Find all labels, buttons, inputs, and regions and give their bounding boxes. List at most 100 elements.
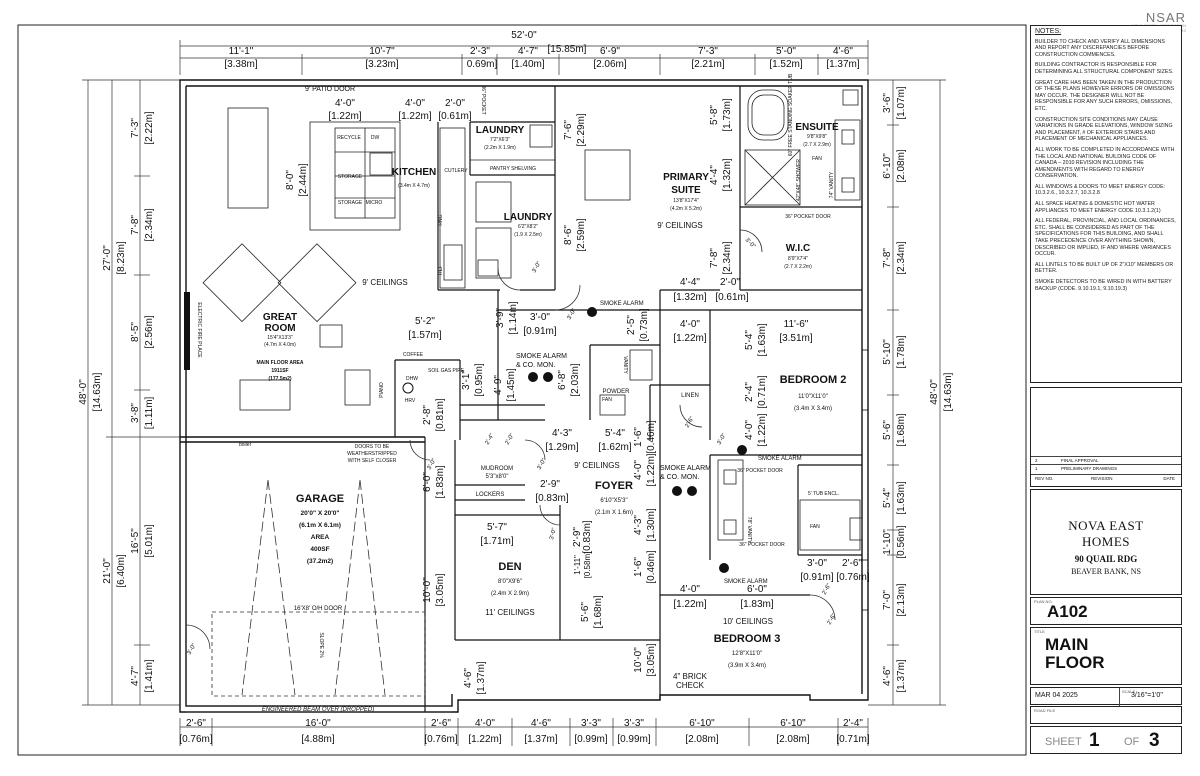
- garage-area-m2: (37.2m2): [307, 558, 333, 565]
- smoke-alarm-label: SMOKE ALARM: [600, 301, 644, 307]
- revision-header: REV NO. REVISION DATE: [1031, 474, 1181, 487]
- dim-label: [0.91m]: [800, 572, 834, 583]
- dim-label: [0.71m]: [836, 734, 870, 745]
- floor-area-label: MAIN FLOOR AREA: [256, 360, 303, 366]
- note-item: ALL WINDOWS & DOORS TO MEET ENERGY CODE:…: [1035, 183, 1166, 197]
- bedroom-3-size: 12'8"X11'0": [732, 651, 762, 657]
- dim-label: [2.59m]: [576, 218, 587, 252]
- dim-label: 8'-5": [130, 322, 141, 342]
- linen-label: LINEN: [681, 393, 699, 399]
- dim-label: 6'-8": [557, 370, 568, 390]
- dim-label: [1.11m]: [144, 396, 155, 429]
- recycle-label: RECYCLE: [337, 135, 361, 141]
- dim-label: [1.22m]: [398, 111, 432, 122]
- note-item: ALL WORK TO BE COMPLETED IN ACCORDANCE W…: [1035, 146, 1175, 180]
- fireplace-label: ELECTRIC FIRE PLACE: [196, 302, 202, 358]
- patio-door-label: 9' PATIO DOOR: [305, 86, 355, 93]
- mudroom-label: MUDROOM: [481, 466, 513, 472]
- door-size-tag: 2'-4": [485, 433, 496, 446]
- dim-label: [1.45m]: [506, 368, 517, 402]
- revision-text: PRELIMINARY DRAWINGS: [1061, 466, 1118, 471]
- dim-label: [0.99m]: [617, 734, 651, 745]
- brick-check-label: 4" BRICK: [673, 672, 708, 681]
- dim-label: [14.63m]: [943, 372, 954, 411]
- ceiling-note: 9' CEILINGS: [657, 221, 703, 230]
- dim-label: 21'-0": [102, 558, 113, 584]
- dim-label: 1'-6": [633, 427, 644, 447]
- dhw-tank-icon: [402, 382, 414, 394]
- ceiling-note: 9' CEILINGS: [362, 278, 408, 287]
- dim-label: 2'-4": [744, 382, 755, 402]
- note-item: BUILDING CONTRACTOR IS RESPONSIBLE FOR D…: [1035, 62, 1174, 75]
- garage-details: [186, 479, 452, 713]
- door-size-tag: 2'-6": [822, 583, 833, 596]
- laundry-label: LAUNDRY: [476, 125, 525, 136]
- note-item: SMOKE DETECTORS TO BE WIRED IN WITH BATT…: [1035, 279, 1172, 292]
- dim-label: [1.83m]: [740, 599, 774, 610]
- door-swings: [185, 229, 836, 650]
- dim-label: 11'-1": [229, 46, 254, 57]
- note-item: CONSTRUCTION SITE CONDITIONS MAY CAUSE V…: [1035, 116, 1173, 143]
- door-size-tag: 2'-6": [827, 613, 838, 626]
- dim-label: [1.30m]: [646, 508, 657, 542]
- garage-size-m: (6.1m X 6.1m): [299, 522, 341, 529]
- dim-label: [1.52m]: [769, 59, 803, 70]
- dim-label: [3.05m]: [435, 573, 446, 607]
- dim-label: [2.13m]: [896, 583, 907, 617]
- dim-label: 4'-3": [552, 428, 572, 439]
- dim-label: 5'-0": [776, 46, 796, 57]
- dim-label: 1'-10": [882, 529, 893, 555]
- weatherstrip-note: WITH SELF CLOSER: [348, 458, 397, 464]
- overhead-door-label: 16'X8' O/H DOOR: [294, 606, 343, 612]
- fan-label: FAN: [810, 524, 820, 530]
- drawing-date: MAR 04 2025: [1035, 692, 1078, 699]
- garage-size: 20'0" X 20'0": [301, 510, 340, 517]
- dim-label: [0.46m]: [646, 420, 657, 454]
- note-item: GREAT CARE HAS BEEN TAKEN IN THE PRODUCT…: [1035, 79, 1175, 112]
- fan-label: FAN: [602, 397, 612, 403]
- top-dim-labels: 11'-1" 10'-7" 2'-3" 4'-7" [15.85m] 6'-9"…: [224, 44, 860, 70]
- room-labels: KITCHEN (3.4m X 4.7m) LAUNDRY 7'2"X6'3" …: [256, 122, 846, 669]
- co-monitor-label: & CO. MON.: [660, 474, 699, 481]
- fridge-label: REF: [438, 265, 444, 275]
- note-item: ALL LINTELS TO BE BUILT UP OF 2"X10" MEM…: [1035, 261, 1174, 275]
- dim-label: [1.22m]: [757, 413, 768, 447]
- dim-label: [1.73m]: [722, 98, 733, 132]
- dim-label: [1.37m]: [476, 661, 487, 695]
- dim-label: 3'-6": [882, 93, 893, 113]
- pantry-label: PANTRY SHELVING: [490, 166, 536, 172]
- foyer-label: FOYER: [595, 480, 633, 492]
- left-dim-labels: 48'-0" [14.63m] 27'-0" [8.23m] 21'-0" [6…: [78, 111, 155, 693]
- wic-size: 8'9"X7'4": [788, 256, 808, 262]
- dim-label: [1.68m]: [593, 595, 604, 629]
- dim-label: 5'-4": [605, 428, 625, 439]
- great-room-size-m: (4.7m X 4.0m): [264, 342, 296, 348]
- plan-number-box: PLAN NO. A102: [1030, 597, 1182, 625]
- fixture-labels: 9' PATIO DOOR RECYCLE DW STORAGE STORAGE…: [196, 73, 839, 713]
- date-scale-box: MAR 04 2025 SCALE 3/16"=1'0": [1030, 687, 1182, 706]
- laundry-size-m: (1.9 X 2.5m): [514, 232, 542, 238]
- dim-label: 10'-7": [369, 46, 395, 57]
- beam-label: ENGINEERED BEAM OVER (DROPPED): [262, 707, 374, 713]
- den-size-m: (2.4m X 2.9m): [491, 591, 529, 597]
- dim-label: 6'-10": [689, 718, 715, 729]
- primary-suite-label: PRIMARY: [663, 172, 709, 183]
- dim-label: 2'-4": [843, 718, 863, 729]
- garage-area-label: AREA: [311, 534, 330, 541]
- dim-label: [0.76m]: [179, 734, 213, 745]
- dim-label: [2.08m]: [776, 734, 810, 745]
- dim-label: 6'-9": [600, 46, 620, 57]
- lockers-label: LOCKERS: [476, 492, 505, 498]
- dim-label: 5'-10": [882, 339, 893, 365]
- wic-size-m: (2.7 X 2.2m): [784, 264, 812, 270]
- revision-number: 2: [1035, 458, 1038, 463]
- dim-label: 4'-6": [531, 718, 551, 729]
- smoke-alarm-label: SMOKE ALARM: [758, 456, 802, 462]
- dw-label: DW: [371, 135, 380, 141]
- dim-label: 4'-0": [475, 718, 495, 729]
- dim-label: [2.21m]: [691, 59, 725, 70]
- sheet-border: [17, 24, 1027, 756]
- dim-label: 4'-7": [518, 46, 538, 57]
- drawing-scale: 3/16"=1'0": [1131, 692, 1163, 699]
- door-size-tag: 3'-0": [187, 643, 198, 656]
